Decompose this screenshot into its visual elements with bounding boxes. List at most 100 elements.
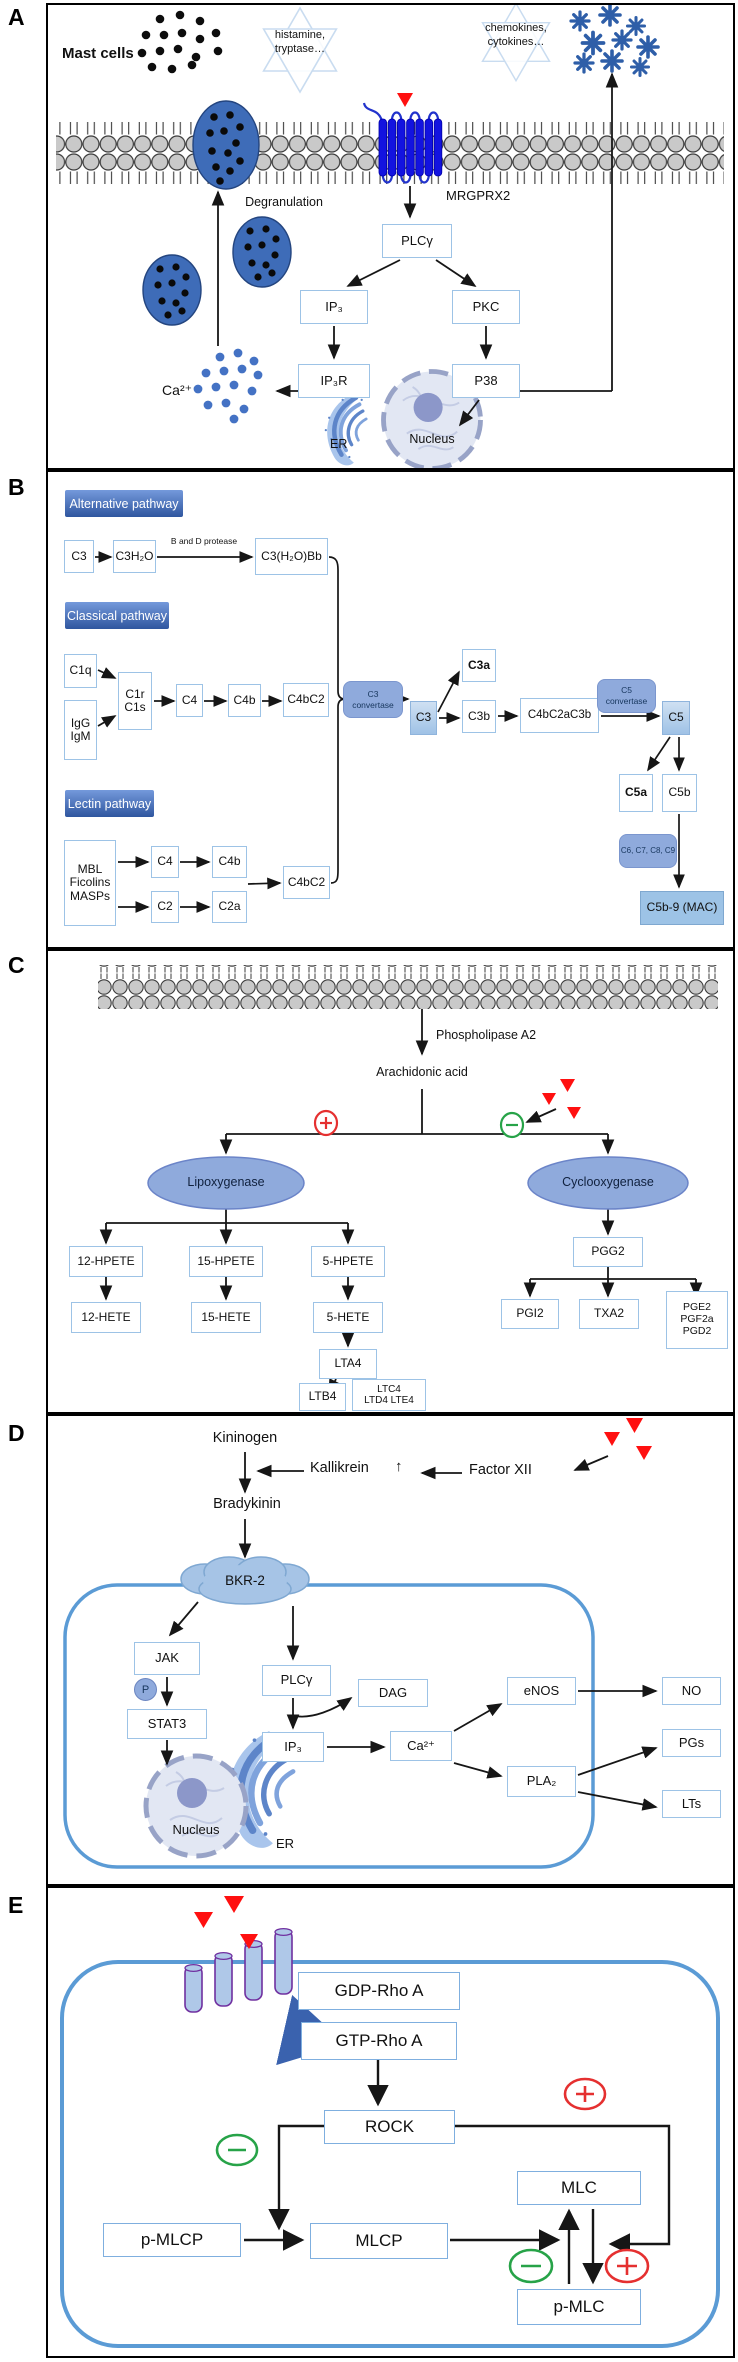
node-pla2: PLA₂: [507, 1766, 576, 1797]
node-lts: LTs: [662, 1790, 721, 1818]
drug-triangle-icons: [194, 1896, 258, 1949]
node-c3a: C3a: [462, 649, 496, 682]
node-rock: ROCK: [324, 2110, 455, 2144]
panel-a-graphics: [56, 5, 724, 468]
panel-label-b: B: [8, 474, 25, 500]
brace: [328, 556, 346, 700]
node-mlcp: MLCP: [310, 2223, 448, 2259]
kininogen-label: Kininogen: [212, 1430, 278, 1446]
panel-b-graphics: [95, 551, 685, 913]
node-plcg: PLCγ: [382, 224, 452, 258]
node-no: NO: [662, 1677, 721, 1705]
node-plcg: PLCγ: [262, 1665, 331, 1696]
panel-label-e: E: [8, 1892, 24, 1918]
agonist-triangle-icon: [397, 93, 413, 107]
panel-b: Alternative pathway C3 C3H₂O B and D pro…: [46, 470, 735, 949]
node-txa2: TXA2: [579, 1299, 639, 1329]
mrgprx2-receptor-icon: [362, 102, 443, 184]
histamine-star-label: histamine,tryptase…: [274, 29, 326, 56]
classical-pathway-header: Classical pathway: [65, 602, 169, 629]
node-c4-lectin: C4: [151, 846, 179, 878]
node-pgi2: PGI2: [501, 1299, 559, 1329]
node-p-mlc: p-MLC: [517, 2289, 641, 2325]
mrgprx2-label: MRGPRX2: [446, 188, 511, 203]
kallikrein-label: Kallikrein: [310, 1460, 369, 1476]
node-c5b9-mac: C5b-9 (MAC): [640, 891, 724, 925]
cyclooxygenase-ellipse: [527, 1156, 689, 1210]
node-lta4: LTA4: [319, 1349, 377, 1379]
node-c3-central: C3: [410, 701, 437, 735]
panel-label-c: C: [8, 952, 25, 978]
calcium-ion-dots: [193, 348, 263, 424]
node-gtp-rhoa: GTP-Rho A: [301, 2022, 457, 2060]
inhibition-minus-icon: [215, 2133, 259, 2167]
lipid-bilayer-membrane: [98, 965, 718, 1009]
node-dag: DAG: [358, 1679, 428, 1707]
node-ltb4: LTB4: [299, 1383, 346, 1411]
panel-c: Phospholipase A2 Arachidonic acid Lipoxy…: [46, 949, 735, 1414]
node-p-mlcp: p-MLCP: [103, 2223, 241, 2257]
node-p38: P38: [452, 364, 520, 398]
node-15-hpete: 15-HPETE: [189, 1246, 263, 1277]
panel-label-d: D: [8, 1420, 25, 1446]
node-5-hete: 5-HETE: [313, 1302, 383, 1333]
factor-xii-label: Factor XII: [469, 1462, 532, 1478]
cyclooxygenase-label: Cyclooxygenase: [562, 1175, 654, 1189]
arachidonic-acid-label: Arachidonic acid: [376, 1065, 468, 1079]
lipoxygenase-ellipse: [147, 1156, 305, 1210]
node-c5a: C5a: [619, 774, 653, 812]
panel-d-arrows: [160, 1452, 658, 1811]
node-c4bc2-lectin: C4bC2: [283, 866, 330, 899]
bradykinin-label: Bradykinin: [213, 1496, 281, 1512]
mast-cells-label: Mast cells: [62, 45, 134, 62]
node-c4-classical: C4: [176, 684, 203, 717]
node-pgg2: PGG2: [573, 1237, 643, 1267]
kallikrein-up-arrow: ↑: [395, 1458, 403, 1475]
node-c3h2o: C3H₂O: [113, 540, 156, 573]
node-c4b-lectin: C4b: [212, 846, 247, 878]
panel-b-arrows: [95, 551, 685, 913]
node-ip3: IP₃: [262, 1732, 324, 1762]
panel-e-arrows: [244, 2060, 671, 2285]
lipoxygenase-label: Lipoxygenase: [187, 1175, 265, 1189]
node-c3b: C3b: [462, 700, 496, 733]
node-15-hete: 15-HETE: [191, 1302, 261, 1333]
node-ca: Ca²⁺: [390, 1731, 452, 1761]
node-c2a: C2a: [212, 891, 247, 923]
node-mlc: MLC: [517, 2171, 641, 2205]
stimulation-plus-icon: [563, 2077, 607, 2111]
stimulation-plus-icon: [313, 1109, 339, 1137]
stimulation-plus-icon: [604, 2248, 650, 2284]
bkr2-receptor-cloud-icon: [180, 1556, 310, 1605]
nucleus-icon: [146, 1756, 246, 1856]
cell-membrane-outline: [63, 1583, 595, 1869]
node-c1q: C1q: [64, 654, 97, 688]
panel-d-graphics: [63, 1418, 658, 1869]
bkr2-label: BKR-2: [225, 1573, 265, 1588]
node-jak: JAK: [134, 1642, 200, 1675]
cytokine-star-label: chemokines,cytokines…: [485, 22, 547, 49]
node-12-hpete: 12-HPETE: [69, 1246, 143, 1277]
panel-e: GDP-Rho A GTP-Rho A ROCK MLC p-MLC MLCP …: [46, 1886, 735, 2358]
calcium-label: Ca²⁺: [162, 382, 192, 398]
node-c5b: C5b: [662, 774, 697, 812]
node-ip3r: IP₃R: [298, 364, 370, 398]
node-stat3: STAT3: [127, 1709, 207, 1739]
protease-label: B and D protease: [170, 536, 238, 546]
drug-triangle-icons: [542, 1079, 581, 1119]
node-c5: C5: [662, 701, 690, 735]
node-12-hete: 12-HETE: [71, 1302, 141, 1333]
node-c3h2obb: C3(H₂O)Bb: [255, 538, 328, 575]
phospholipase-a2-label: Phospholipase A2: [436, 1028, 537, 1042]
node-enos: eNOS: [507, 1677, 576, 1705]
er-label: ER: [330, 437, 348, 451]
nucleus-label: Nucleus: [172, 1822, 220, 1837]
node-c4bc2ac3b: C4bC2aC3b: [520, 698, 599, 733]
